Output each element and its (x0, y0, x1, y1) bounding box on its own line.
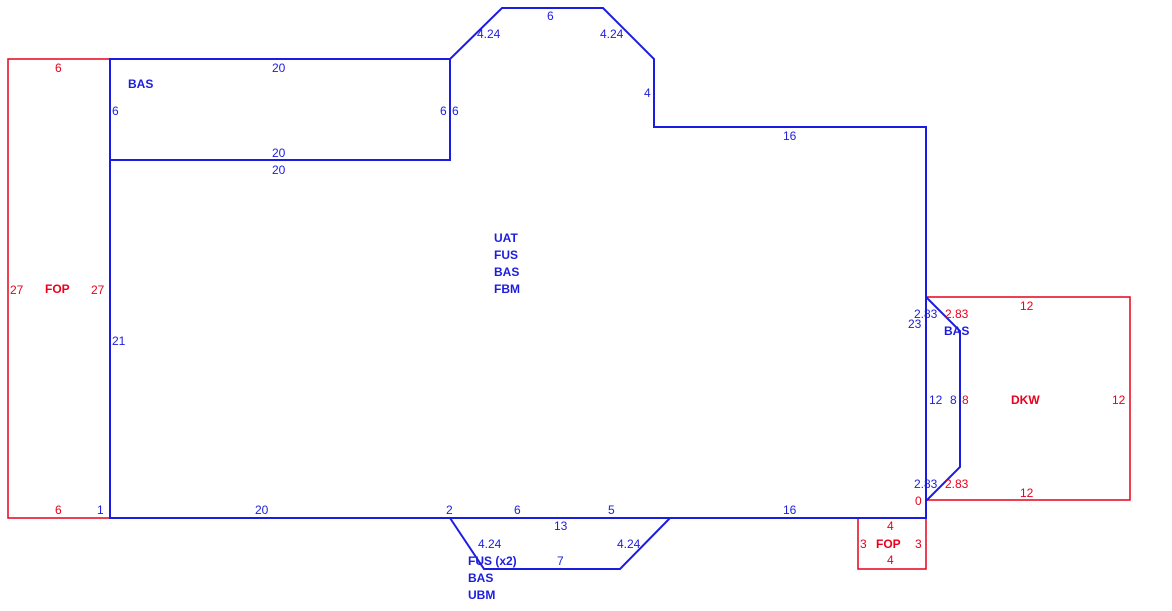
dim: 21 (112, 334, 126, 348)
dim: 2.83 (914, 307, 938, 321)
dim: 8 (950, 393, 957, 407)
dim: 6 (547, 9, 554, 23)
bump-outline[interactable] (449, 517, 671, 570)
dim: 27 (91, 283, 105, 297)
dim: 4.24 (478, 537, 502, 551)
area-label: FUS (x2) (468, 554, 517, 568)
dim: 5 (608, 503, 615, 517)
dim: 12 (929, 393, 943, 407)
dim: 13 (554, 519, 568, 533)
dim: 20 (272, 61, 286, 75)
area-label-bay: BAS (944, 324, 969, 338)
dim: 23 (908, 317, 922, 331)
dim: 27 (10, 283, 24, 297)
dim: 6 (55, 61, 62, 75)
dim: 4.24 (617, 537, 641, 551)
area-label-fop-left: FOP (45, 282, 70, 296)
area-label: FUS (494, 248, 518, 262)
dim: 8 (962, 393, 969, 407)
area-label: FBM (494, 282, 520, 296)
dim: 12 (1112, 393, 1126, 407)
dim: 20 (272, 146, 286, 160)
red-dimensions: 6 27 27 6 2.83 8 2.83 0 12 12 12 4 3 3 4 (10, 61, 1126, 567)
dim: 4 (887, 519, 894, 533)
dim: 20 (272, 163, 286, 177)
dim: 6 (112, 104, 119, 118)
area-label: BAS (468, 571, 493, 585)
dim: 6 (55, 503, 62, 517)
area-label-dkw: DKW (1011, 393, 1040, 407)
dim: 2.83 (914, 477, 938, 491)
area-label: BAS (494, 265, 519, 279)
dim: 4 (887, 553, 894, 567)
bay-outline[interactable] (925, 296, 961, 502)
dim: 4 (644, 86, 651, 100)
dim: 3 (860, 537, 867, 551)
dim: 3 (915, 537, 922, 551)
dim: 0 (915, 494, 922, 508)
dim: 2.83 (945, 477, 969, 491)
area-label: UAT (494, 231, 518, 245)
dim: 2 (446, 503, 453, 517)
dim: 4.24 (477, 27, 501, 41)
dim: 6 (440, 104, 447, 118)
dim: 1 (97, 503, 104, 517)
area-label: UBM (468, 588, 495, 602)
dim: 2.83 (945, 307, 969, 321)
area-label-bas-top: BAS (128, 77, 153, 91)
dim: 12 (1020, 299, 1034, 313)
dim: 4.24 (600, 27, 624, 41)
dim: 6 (514, 503, 521, 517)
dim: 7 (557, 554, 564, 568)
dim: 16 (783, 129, 797, 143)
blue-dimensions: 4.24 6 4.24 4 16 20 6 6 6 20 20 21 23 1 … (97, 9, 957, 568)
dim: 6 (452, 104, 459, 118)
dim: 20 (255, 503, 269, 517)
area-label-fop-small: FOP (876, 537, 901, 551)
main-outline[interactable] (109, 7, 927, 519)
dim: 12 (1020, 486, 1034, 500)
dim: 16 (783, 503, 797, 517)
